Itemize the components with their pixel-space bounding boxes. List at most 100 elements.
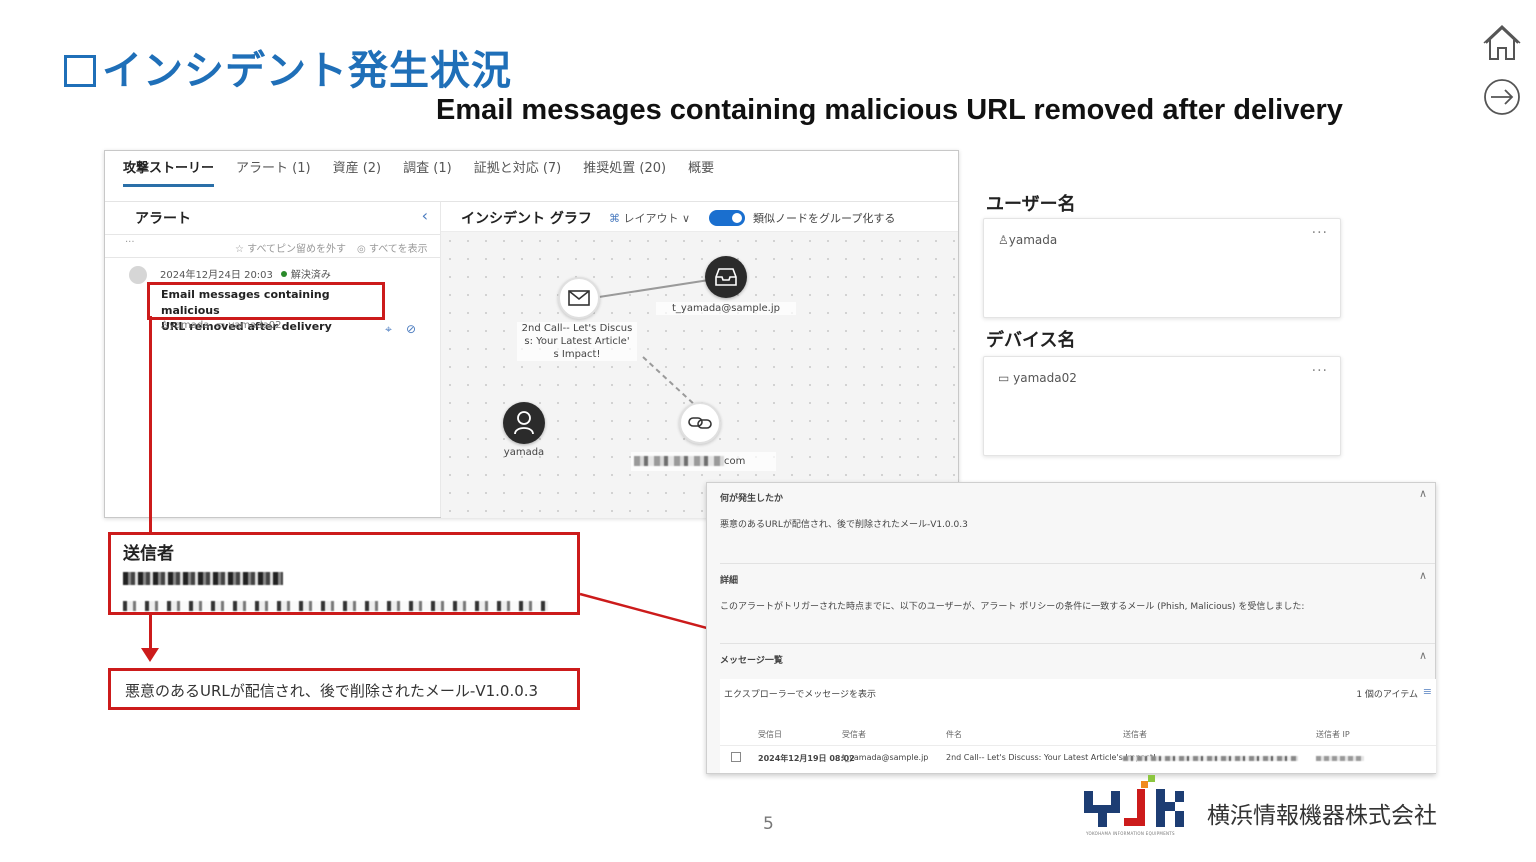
cell-sender: [1123, 754, 1298, 763]
more-options-button[interactable]: ···: [1311, 363, 1328, 379]
column-header-sender-ip[interactable]: 送信者 IP: [1316, 730, 1350, 739]
device-entity[interactable]: ▭ yamada02: [998, 371, 1077, 385]
graph-canvas[interactable]: 2nd Call-- Let's Discus s: Your Latest A…: [441, 232, 958, 518]
tab-assets[interactable]: 資産 (2): [332, 161, 382, 176]
sender-title: 送信者: [123, 544, 174, 564]
email-node[interactable]: [558, 277, 600, 319]
collapse-chevron-icon[interactable]: ‹: [421, 206, 428, 225]
device-card: ▭ yamada02 ···: [983, 356, 1341, 456]
checkbox-square-icon: [64, 55, 96, 87]
slide-title: インシデント発生状況: [64, 38, 512, 96]
list-view-icon[interactable]: ≡: [1422, 685, 1432, 698]
tab-evidence-response[interactable]: 証拠と対応 (7): [473, 161, 562, 176]
alert-details-panel: 何が発生したか ∧ 悪意のあるURLが配信され、後で削除されたメール-V1.0.…: [706, 482, 1436, 774]
result-callout: 悪意のあるURLが配信され、後で削除されたメール-V1.0.0.3: [108, 668, 580, 710]
redacted-sender-address: [123, 600, 548, 611]
url-node[interactable]: [679, 402, 721, 444]
envelope-icon: [568, 290, 590, 306]
alert-status: 解決済み: [290, 270, 331, 281]
person-icon: [514, 411, 534, 435]
chevron-down-icon: ∨: [682, 212, 691, 225]
layout-icon: ⌘: [609, 212, 624, 225]
tab-recommendations[interactable]: 推奨処置 (20): [583, 161, 667, 176]
group-nodes-label: 類似ノードをグループ化する: [753, 212, 896, 225]
alert-actions: ⌖⊘: [385, 322, 430, 337]
incident-graph-pane: インシデント グラフ ⌘ レイアウト ∨ 類似ノードをグループ化する 2nd C…: [440, 201, 958, 518]
user-card: ♙yamada ···: [983, 218, 1341, 318]
graph-title: インシデント グラフ: [461, 211, 592, 227]
cell-subject[interactable]: 2nd Call-- Let's Discuss: Your Latest Ar…: [946, 753, 1157, 762]
chevron-up-icon[interactable]: ∧: [1418, 569, 1427, 582]
arrow-right-circle-icon[interactable]: [1482, 77, 1522, 117]
sender-callout: 送信者: [108, 532, 580, 615]
mailbox-node-label: t_yamada@sample.jp: [656, 302, 796, 315]
tab-summary[interactable]: 概要: [688, 161, 715, 176]
yjk-logo-icon: [1084, 775, 1184, 827]
hide-icon[interactable]: ⊘: [405, 322, 430, 336]
message-table: エクスプローラーでメッセージを表示 1 個のアイテム ≡ 受信日 受信者 件名 …: [720, 679, 1436, 773]
alerts-header: アラート: [135, 211, 191, 227]
logo-caption: YOKOHAMA INFORMATION EQUIPMENTS: [1086, 831, 1175, 836]
user-icon: ♙: [998, 233, 1009, 247]
alert-title[interactable]: Email messages containing malicious URL …: [147, 282, 385, 333]
slide-subtitle: Email messages containing malicious URL …: [436, 94, 1343, 126]
device-icon: ▭: [998, 371, 1014, 385]
eye-icon: ◎: [357, 244, 369, 255]
more-options-button[interactable]: ···: [125, 237, 135, 248]
column-header-sender[interactable]: 送信者: [1123, 730, 1147, 739]
mailbox-node[interactable]: [705, 256, 747, 298]
show-all-button[interactable]: ◎ すべてを表示: [357, 244, 428, 255]
tab-investigations[interactable]: 調査 (1): [403, 161, 452, 176]
detail-text: このアラートがトリガーされた時点までに、以下のユーザーが、アラート ポリシーの条…: [720, 602, 1305, 612]
user-node-label: yamada: [503, 447, 545, 458]
alert-timestamp: 2024年12月24日 20:03: [160, 270, 273, 281]
user-icon: ♙: [160, 320, 169, 331]
alert-entities: ♙yamada ▭ yamada02: [160, 320, 282, 331]
column-header-received[interactable]: 受信日: [758, 730, 782, 739]
divider: [720, 643, 1435, 644]
column-header-recipient[interactable]: 受信者: [842, 730, 866, 739]
redacted-url: [634, 456, 724, 466]
home-icon[interactable]: [1482, 24, 1522, 64]
arrow-down-icon: [141, 648, 159, 662]
unpin-all-button[interactable]: ☆ すべてピン留めを外す: [235, 244, 347, 255]
group-nodes-toggle[interactable]: [709, 210, 745, 226]
message-list-title: メッセージ一覧: [720, 656, 783, 666]
alerts-toolbar: ··· ☆ すべてピン留めを外す ◎ すべてを表示: [105, 234, 440, 258]
url-node-label: com: [631, 452, 776, 471]
item-count: 1 個のアイテム: [1356, 690, 1418, 700]
layout-dropdown[interactable]: ⌘ レイアウト ∨: [609, 212, 691, 225]
divider: [720, 745, 1436, 746]
inbox-icon: [715, 268, 737, 286]
tab-attack-story[interactable]: 攻撃ストーリー: [123, 157, 215, 187]
cell-recipient: t_yamada@sample.jp: [842, 753, 929, 762]
callout-connector: [149, 316, 152, 533]
cell-sender-ip: [1316, 754, 1364, 763]
status-dot-icon: [280, 271, 287, 277]
redacted-sender-name: [123, 572, 283, 585]
alerts-pane: アラート ‹ ··· ☆ すべてピン留めを外す ◎ すべてを表示 2024年12…: [105, 201, 440, 517]
user-name-label: ユーザー名: [986, 194, 1076, 215]
tab-alerts[interactable]: アラート (1): [236, 161, 311, 176]
company-name: 横浜情報機器株式会社: [1207, 803, 1437, 829]
more-options-button[interactable]: ···: [1311, 225, 1328, 241]
column-header-subject[interactable]: 件名: [946, 730, 962, 739]
chevron-up-icon[interactable]: ∧: [1418, 649, 1427, 662]
pin-icon[interactable]: ⌖: [385, 322, 406, 336]
callout-connector: [149, 614, 152, 654]
redacted-ip: [1316, 756, 1364, 761]
user-entity[interactable]: ♙yamada: [998, 233, 1058, 247]
user-node[interactable]: [503, 402, 545, 444]
incident-panel: 攻撃ストーリー アラート (1) 資産 (2) 調査 (1) 証拠と対応 (7)…: [104, 150, 959, 518]
row-checkbox[interactable]: [731, 752, 741, 762]
graph-toolbar: インシデント グラフ ⌘ レイアウト ∨ 類似ノードをグループ化する: [441, 202, 958, 232]
company-logo: YOKOHAMA INFORMATION EQUIPMENTS: [1084, 775, 1192, 839]
chevron-up-icon[interactable]: ∧: [1418, 487, 1427, 500]
redacted-sender: [1123, 756, 1298, 761]
unpin-icon: ☆: [235, 244, 248, 255]
graph-edges: [598, 279, 710, 407]
what-happened-text: 悪意のあるURLが配信され、後で削除されたメール-V1.0.0.3: [720, 520, 968, 530]
view-in-explorer-link[interactable]: エクスプローラーでメッセージを表示: [724, 690, 877, 700]
detail-title: 詳細: [720, 576, 739, 586]
device-icon: ▭: [215, 320, 226, 331]
